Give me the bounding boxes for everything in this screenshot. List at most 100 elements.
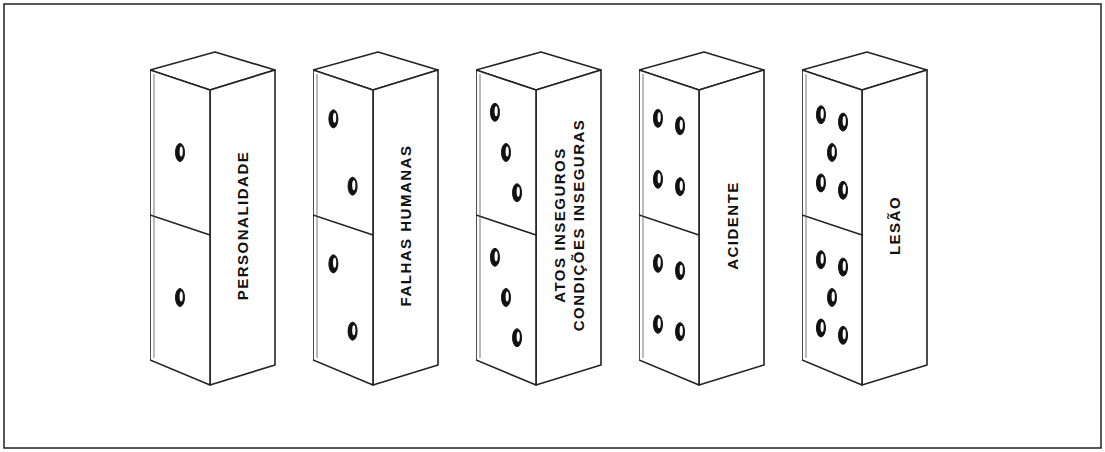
domino-pip <box>490 103 499 121</box>
domino-pip <box>816 174 825 192</box>
domino-pip <box>816 251 825 269</box>
domino-pip <box>839 258 848 276</box>
pip-highlight <box>180 292 183 302</box>
domino-divider <box>802 215 862 235</box>
domino-pip <box>676 117 685 135</box>
pip-highlight <box>658 257 661 267</box>
domino-front-face <box>150 70 210 385</box>
domino-divider <box>313 215 373 235</box>
pip-highlight <box>517 187 520 197</box>
pip-highlight <box>832 147 835 157</box>
pip-highlight <box>680 181 683 191</box>
domino-pip <box>839 326 848 344</box>
domino-front-face <box>313 70 373 385</box>
domino-pip <box>329 255 338 273</box>
domino-pip <box>653 109 662 127</box>
domino-pip <box>176 289 185 307</box>
pip-highlight <box>506 147 509 157</box>
domino-pip <box>348 322 357 340</box>
domino-side-face <box>210 70 275 385</box>
pip-highlight <box>517 332 520 342</box>
domino-pip <box>828 289 837 307</box>
pip-highlight <box>843 184 846 194</box>
domino-side-face <box>699 70 764 385</box>
domino-label-group: PERSONALIDADE <box>233 150 252 300</box>
pip-highlight <box>658 112 661 122</box>
domino-piece: ACIDENTE <box>639 40 769 392</box>
domino-label-group: ACIDENTE <box>722 181 741 270</box>
domino-pip <box>676 262 685 280</box>
domino-label-group: FALHAS HUMANAS <box>397 144 416 306</box>
pip-highlight <box>821 109 824 119</box>
frame-border <box>4 4 1101 448</box>
domino-pip <box>676 323 685 341</box>
domino-pip <box>653 170 662 188</box>
domino-piece: ATOS INSEGUROSCONDIÇÕES INSEGURAS <box>476 40 606 392</box>
pip-highlight <box>180 147 183 157</box>
pip-highlight <box>352 180 355 190</box>
domino-pip <box>653 254 662 272</box>
pip-highlight <box>506 292 509 302</box>
pip-highlight <box>821 254 824 264</box>
domino-divider <box>639 215 699 235</box>
pip-highlight <box>821 322 824 332</box>
domino-divider <box>150 215 210 235</box>
domino-side-face <box>536 70 601 385</box>
domino-pip <box>176 144 185 162</box>
pip-highlight <box>333 113 336 123</box>
domino-label: FALHAS HUMANAS <box>397 144 416 306</box>
domino-pip <box>513 329 522 347</box>
domino-side-face <box>373 70 438 385</box>
pip-highlight <box>352 325 355 335</box>
domino-front-face <box>639 70 699 385</box>
domino-pip <box>348 177 357 195</box>
domino-piece: PERSONALIDADE <box>150 40 280 392</box>
domino-pip <box>816 106 825 124</box>
pip-highlight <box>680 326 683 336</box>
domino-front-face <box>476 70 536 385</box>
pip-highlight <box>658 318 661 328</box>
domino-divider <box>476 215 536 235</box>
domino-pip <box>839 181 848 199</box>
domino-pip <box>502 144 511 162</box>
pip-highlight <box>658 173 661 183</box>
pip-highlight <box>832 292 835 302</box>
domino-pip <box>676 178 685 196</box>
pip-highlight <box>495 251 498 261</box>
domino-label-group: LESÃO <box>886 195 905 254</box>
pip-highlight <box>843 261 846 271</box>
domino-pip <box>653 315 662 333</box>
domino-side-face <box>862 70 927 385</box>
domino-outline <box>802 40 932 392</box>
domino-label: ACIDENTE <box>722 181 741 270</box>
pip-highlight <box>843 329 846 339</box>
domino-edge-line <box>480 74 481 358</box>
domino-outline <box>150 40 280 392</box>
domino-pip <box>828 144 837 162</box>
pip-highlight <box>821 177 824 187</box>
pip-highlight <box>333 258 336 268</box>
domino-label-group: ATOS INSEGUROSCONDIÇÕES INSEGURAS <box>550 119 588 332</box>
domino-edge-line <box>317 74 318 358</box>
domino-pip <box>513 184 522 202</box>
domino-label: ATOS INSEGUROS <box>550 119 569 332</box>
domino-label: CONDIÇÕES INSEGURAS <box>569 119 588 332</box>
domino-pip <box>329 110 338 128</box>
pip-highlight <box>843 116 846 126</box>
domino-outline <box>313 40 443 392</box>
domino-piece: FALHAS HUMANAS <box>313 40 443 392</box>
pip-highlight <box>680 120 683 130</box>
pip-highlight <box>680 265 683 275</box>
domino-edge-line <box>806 74 807 358</box>
domino-pip <box>816 319 825 337</box>
pip-highlight <box>495 106 498 116</box>
domino-pip <box>839 113 848 131</box>
domino-edge-line <box>643 74 644 358</box>
domino-front-face <box>802 70 862 385</box>
domino-pip <box>490 248 499 266</box>
domino-pip <box>502 289 511 307</box>
domino-piece: LESÃO <box>802 40 932 392</box>
domino-label: LESÃO <box>886 195 905 254</box>
domino-outline <box>639 40 769 392</box>
domino-edge-line <box>154 74 155 358</box>
